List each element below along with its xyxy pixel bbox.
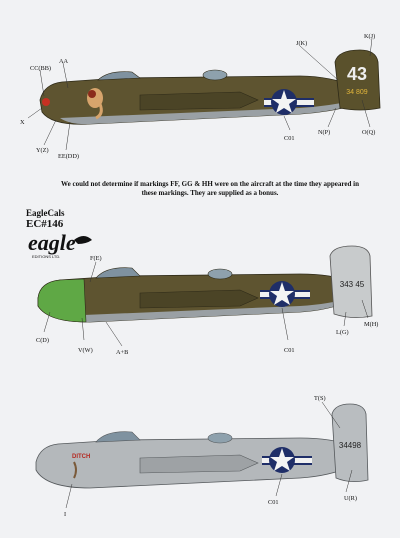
label-ee-dd: EE(DD) bbox=[58, 153, 79, 160]
tail-number: 34498 bbox=[339, 441, 362, 450]
label-c01: C01 bbox=[268, 499, 279, 506]
label-aa: AA bbox=[59, 58, 69, 65]
nose-art-figure bbox=[73, 461, 77, 479]
label-o-q: O(Q) bbox=[362, 129, 375, 136]
nose-art-ditch: DITCH bbox=[72, 454, 90, 460]
label-i: I bbox=[64, 511, 66, 518]
label-n-p: N(P) bbox=[318, 129, 330, 136]
tail-code: 43 bbox=[347, 64, 367, 84]
svg-text:eagle: eagle bbox=[28, 230, 76, 255]
label-t-s: T(S) bbox=[314, 395, 326, 402]
star-insignia bbox=[260, 281, 310, 307]
label-a-b: A+B bbox=[116, 349, 128, 356]
label-k-j: K(J) bbox=[364, 33, 375, 40]
eagle-logo-icon: eagle EDITIONS LTD. bbox=[28, 230, 92, 259]
nose-art bbox=[87, 88, 103, 120]
label-cc-bb: CC(BB) bbox=[30, 65, 51, 72]
svg-text:EDITIONS LTD.: EDITIONS LTD. bbox=[32, 254, 60, 259]
label-c01: C01 bbox=[284, 135, 295, 142]
star-insignia bbox=[262, 447, 312, 473]
tail-number: 343 45 bbox=[340, 280, 365, 289]
label-u-r: U(R) bbox=[344, 495, 357, 502]
star-insignia bbox=[264, 89, 314, 115]
label-c01: C01 bbox=[284, 347, 295, 354]
label-l-g: L(G) bbox=[336, 329, 349, 336]
label-y-z: Y(Z) bbox=[36, 147, 49, 154]
brand-line: EagleCals bbox=[26, 208, 65, 218]
label-c-d: C(D) bbox=[36, 337, 49, 344]
label-f-e: F(E) bbox=[90, 255, 102, 262]
label-m-h: M(H) bbox=[364, 321, 378, 328]
tail-number: 34 809 bbox=[346, 89, 368, 96]
label-x: X bbox=[20, 119, 25, 126]
sheet-code: EC#146 bbox=[26, 218, 64, 230]
bonus-note: We could not determine if markings FF, G… bbox=[61, 180, 359, 197]
eaglecals-logo: EagleCals EC#146 eagle EDITIONS LTD. bbox=[26, 208, 96, 265]
label-j-k: J(K) bbox=[296, 40, 307, 47]
label-v-w: V(W) bbox=[78, 347, 93, 354]
